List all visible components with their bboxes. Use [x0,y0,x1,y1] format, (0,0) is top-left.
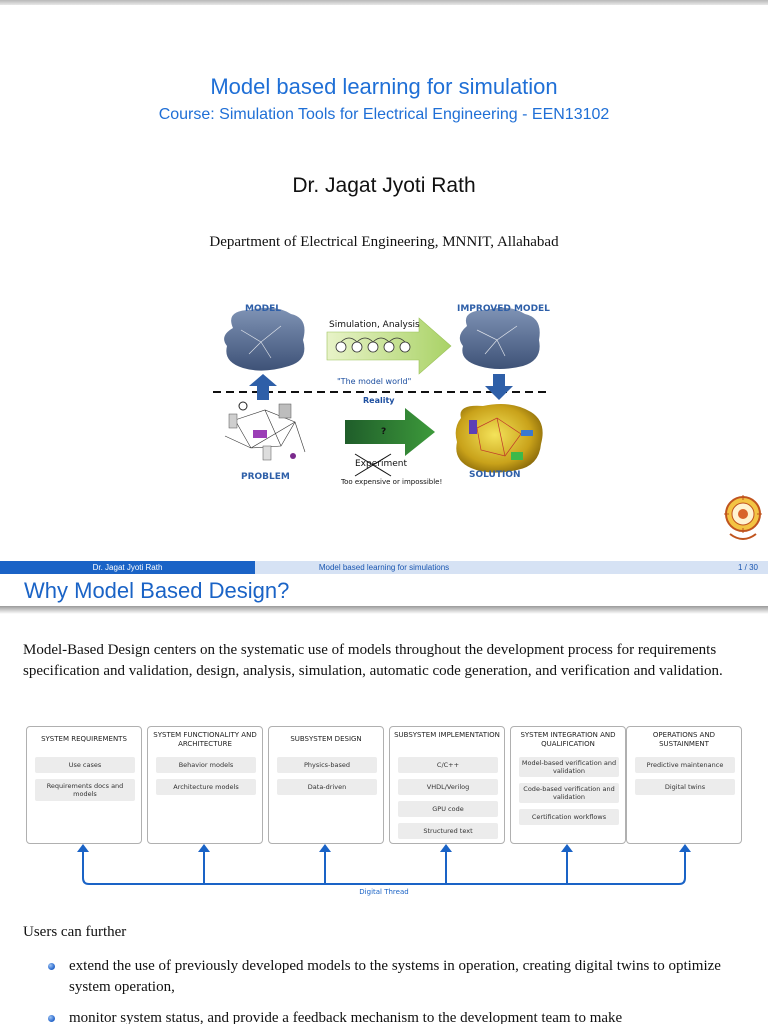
problem-label: PROBLEM [241,472,290,482]
frame-title: Why Model Based Design? [24,578,289,604]
bullet-dot-icon [48,1015,55,1022]
institute-logo [724,492,762,544]
frame-title-divider [0,606,768,614]
model-based-design-flow: System Requirements Use cases Requiremen… [23,724,745,904]
presentation-title: Model based learning for simulation [0,74,768,100]
down-arrow [485,374,513,400]
author-name: Dr. Jagat Jyoti Rath [0,174,768,198]
presentation-subtitle: Course: Simulation Tools for Electrical … [0,106,768,124]
question-label: ? [381,427,386,437]
bullet-item: monitor system status, and provide a fee… [46,1008,746,1024]
intro-paragraph: Model-Based Design centers on the system… [23,640,745,682]
users-further-text: Users can further [23,922,745,943]
digital-thread-label: Digital Thread [23,888,745,896]
reality-arrow [345,408,435,456]
experiment-label: Experiment [355,459,407,469]
solution-blob [456,404,543,473]
title-slide: Model based learning for simulation Cour… [0,0,768,548]
institute-seal-icon [724,492,762,544]
too-expensive-label: Too expensive or impossible! [341,478,442,486]
top-border [0,0,768,5]
improved-model-label: IMPROVED MODEL [457,304,550,314]
bullet-text: extend the use of previously developed m… [69,958,721,995]
reality-label: Reality [363,396,395,405]
model-world-label: "The model world" [337,377,411,386]
up-arrow [249,374,277,400]
bullet-list: extend the use of previously developed m… [46,956,746,1024]
model-label: MODEL [245,304,281,314]
bullet-item: extend the use of previously developed m… [46,956,746,998]
model-world-figure: MODEL IMPROVED MODEL Simulation, Analysi… [205,296,563,488]
institute-name: Department of Electrical Engineering, MN… [0,234,768,251]
footer-info-bar: Dr. Jagat Jyoti Rath Model based learnin… [0,561,768,574]
simulation-label: Simulation, Analysis [329,320,420,330]
bullet-text: monitor system status, and provide a fee… [69,1010,622,1024]
footer-author: Dr. Jagat Jyoti Rath [0,561,255,574]
footer-page-number: 1 / 30 [513,561,768,574]
bullet-dot-icon [48,963,55,970]
footer-short-title: Model based learning for simulations [255,561,513,574]
solution-label: SOLUTION [469,470,521,480]
digital-thread-connector [23,724,745,904]
